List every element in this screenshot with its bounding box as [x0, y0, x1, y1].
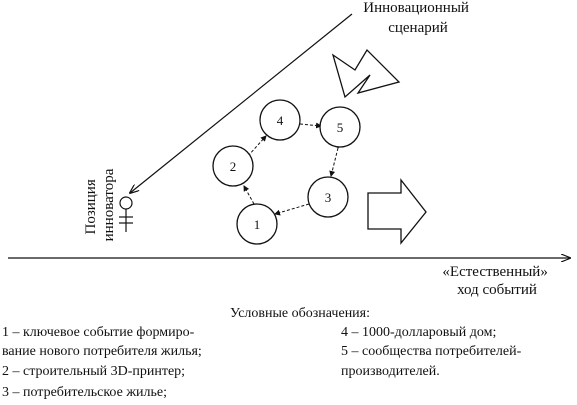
legend-line: 3 – потребительское жилье;	[2, 385, 167, 400]
legend-line: 1 – ключевое событие формиро-	[2, 325, 195, 340]
svg-text:4: 4	[277, 113, 284, 128]
node-5: 5	[319, 106, 361, 148]
innovation-scenario-label: Инновационный сценарий	[363, 0, 472, 36]
svg-text:1: 1	[254, 217, 261, 232]
legend-line: 2 – строительный 3D-принтер;	[2, 364, 185, 379]
connector-1-2	[243, 185, 260, 210]
legend-right-column: 4 – 1000-долларовый дом; 5 – сообщества …	[341, 325, 522, 379]
innovator-position-label: Позиция инноватора	[83, 168, 117, 241]
legend-line: 4 – 1000-долларовый дом;	[341, 325, 496, 340]
connector-2-4	[242, 135, 267, 162]
natural-course-block-arrow	[367, 178, 427, 245]
connector-5-3	[329, 142, 343, 177]
connector-4-5	[294, 120, 322, 129]
node-2: 2	[212, 145, 254, 187]
legend-line: 5 – сообщества потребителей-	[341, 344, 522, 359]
innovator-figure	[119, 196, 133, 232]
innovation-diagonal-arrow	[130, 13, 353, 193]
legend-line: вание нового потребителя жилья;	[2, 344, 202, 359]
node-3: 3	[307, 176, 349, 218]
svg-text:2: 2	[230, 159, 237, 174]
svg-text:3: 3	[325, 190, 332, 205]
legend-line: производителей.	[341, 364, 440, 379]
node-connections	[242, 120, 343, 216]
natural-course-label: «Естественный» ход событий	[442, 264, 551, 298]
svg-text:5: 5	[337, 120, 344, 135]
innovation-block-arrow	[331, 48, 401, 99]
legend-left-column: 1 – ключевое событие формиро- вание ново…	[2, 325, 202, 400]
node-4: 4	[259, 99, 301, 141]
legend-title: Условные обозначения:	[230, 306, 370, 321]
connector-3-1	[274, 199, 315, 216]
node-1: 1	[236, 203, 278, 245]
